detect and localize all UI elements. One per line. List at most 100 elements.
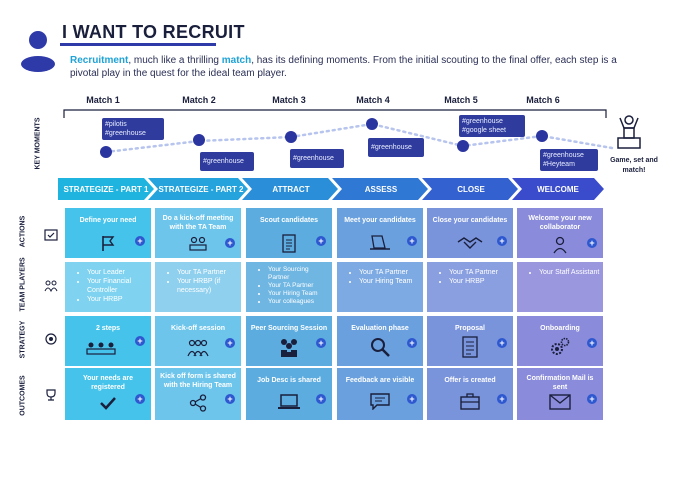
- expand-button[interactable]: +: [225, 338, 235, 348]
- expand-button[interactable]: +: [316, 236, 326, 246]
- team-list: Your Sourcing PartnerYour TA PartnerYour…: [250, 266, 330, 306]
- magnifier-icon: [371, 338, 390, 357]
- gears-icon: [551, 337, 570, 355]
- envelope-icon: [549, 394, 571, 410]
- action-card-4[interactable]: Meet your candidates +: [337, 208, 423, 258]
- expand-button[interactable]: +: [316, 338, 326, 348]
- strategy-row-icon: [44, 332, 58, 351]
- phase-close[interactable]: CLOSE: [457, 184, 485, 194]
- team-card-3: Your Sourcing PartnerYour TA PartnerYour…: [246, 262, 332, 312]
- row-label-team-players: TEAM PLAYERS: [19, 257, 27, 312]
- strategy-card-2[interactable]: Kick-off session +: [155, 316, 241, 366]
- expand-button[interactable]: +: [225, 238, 235, 248]
- row-label-actions: ACTIONS: [19, 215, 27, 248]
- action-card-5[interactable]: Close your candidates +: [427, 208, 513, 258]
- team-list: Your TA PartnerYour HRBP (if necessary): [159, 268, 239, 295]
- page-subtitle: Recruitment, much like a thrilling match…: [70, 55, 617, 79]
- action-card-2[interactable]: Do a kick-off meeting with the TA Team +: [155, 208, 241, 258]
- match-label-2: Match 2: [182, 95, 216, 105]
- handshake-icon: [457, 237, 483, 249]
- strategy-card-5[interactable]: Proposal +: [427, 316, 513, 366]
- outcome-card-6[interactable]: Confirmation Mail is sent +: [517, 368, 603, 420]
- phase-attract[interactable]: ATTRACT: [272, 184, 310, 194]
- moment-dot-6[interactable]: [536, 130, 548, 142]
- team-list: Your TA PartnerYour Hiring Team: [341, 268, 421, 286]
- team-list: Your Staff Assistant: [521, 268, 601, 277]
- avatar-icon: [20, 30, 56, 72]
- outcome-card-1[interactable]: Your needs are registered +: [65, 368, 151, 420]
- document-icon: [282, 234, 296, 253]
- expand-button[interactable]: +: [587, 338, 597, 348]
- tag-match-6: #greenhouse#Heyteam: [540, 149, 598, 171]
- phase-arrows: [58, 178, 604, 200]
- expand-button[interactable]: +: [587, 238, 597, 248]
- strategy-card-1[interactable]: 2 steps +: [65, 316, 151, 366]
- expand-button[interactable]: +: [316, 394, 326, 404]
- tag-match-1: #pilotis#greenhouse: [102, 118, 164, 140]
- title-underline: [60, 43, 216, 46]
- timeline-brace: [63, 109, 607, 118]
- final-label: Game, set and match!: [610, 157, 658, 174]
- outcome-title: Feedback are visible: [345, 377, 415, 384]
- group-icon: [187, 339, 209, 357]
- action-title: Do a kick-off meeting with the TA Team: [162, 215, 234, 231]
- winner-podium-icon: [612, 114, 646, 155]
- team-card-5: Your TA PartnerYour HRBP: [427, 262, 513, 312]
- outcome-title: Job Desc is shared: [257, 377, 321, 384]
- phase-strategize-1[interactable]: STRATEGIZE - PART 1: [63, 184, 149, 194]
- match-label-5: Match 5: [444, 95, 478, 105]
- checklist-icon: [462, 336, 478, 358]
- outcome-card-3[interactable]: Job Desc is shared +: [246, 368, 332, 420]
- phase-welcome[interactable]: WELCOME: [537, 184, 579, 194]
- flag-icon: [102, 236, 115, 251]
- moment-dot-1[interactable]: [100, 146, 112, 158]
- moment-dot-2[interactable]: [193, 134, 205, 146]
- page-title: I WANT TO RECRUIT: [62, 22, 245, 42]
- expand-button[interactable]: +: [497, 236, 507, 246]
- team-card-4: Your TA PartnerYour Hiring Team: [337, 262, 423, 312]
- outcome-card-2[interactable]: Kick off form is shared with the Hiring …: [155, 368, 241, 420]
- strategy-card-3[interactable]: Peer Sourcing Session +: [246, 316, 332, 366]
- expand-button[interactable]: +: [135, 236, 145, 246]
- action-title: Welcome your new collaborator: [528, 215, 592, 231]
- action-card-1[interactable]: Define your need +: [65, 208, 151, 258]
- action-title: Meet your candidates: [344, 217, 416, 224]
- strategy-title: Proposal: [455, 325, 485, 332]
- strategy-card-4[interactable]: Evaluation phase +: [337, 316, 423, 366]
- outcome-card-4[interactable]: Feedback are visible +: [337, 368, 423, 420]
- team-card-2: Your TA PartnerYour HRBP (if necessary): [155, 262, 241, 312]
- action-card-6[interactable]: Welcome your new collaborator +: [517, 208, 603, 258]
- expand-button[interactable]: +: [497, 394, 507, 404]
- outcome-title: Confirmation Mail is sent: [526, 375, 594, 391]
- row-label-outcomes: OUTCOMES: [19, 375, 27, 416]
- laptop-icon: [278, 394, 300, 409]
- moment-dot-3[interactable]: [285, 131, 297, 143]
- tag-match-2: #greenhouse: [200, 152, 254, 171]
- expand-button[interactable]: +: [135, 394, 145, 404]
- row-label-key-moments: KEY MOMENTS: [34, 117, 42, 170]
- expand-button[interactable]: +: [135, 336, 145, 346]
- moment-dot-4[interactable]: [366, 118, 378, 130]
- strategy-card-6[interactable]: Onboarding +: [517, 316, 603, 366]
- expand-button[interactable]: +: [407, 338, 417, 348]
- actions-row-icon: [44, 228, 58, 247]
- match-label-1: Match 1: [86, 95, 120, 105]
- expand-button[interactable]: +: [225, 394, 235, 404]
- person-icon: [553, 236, 567, 254]
- expand-button[interactable]: +: [587, 394, 597, 404]
- moment-dot-5[interactable]: [457, 140, 469, 152]
- phase-strategize-2[interactable]: STRATEGIZE - PART 2: [158, 184, 244, 194]
- expand-button[interactable]: +: [497, 338, 507, 348]
- phase-assess[interactable]: ASSESS: [364, 184, 398, 194]
- action-card-3[interactable]: Scout candidates +: [246, 208, 332, 258]
- meeting-icon: [189, 236, 207, 251]
- outcome-title: Your needs are registered: [82, 375, 134, 391]
- action-title: Close your candidates: [432, 217, 508, 224]
- strategy-title: Evaluation phase: [351, 325, 409, 332]
- briefcase-icon: [460, 393, 480, 410]
- expand-button[interactable]: +: [407, 236, 417, 246]
- checkmark-icon: [100, 397, 116, 410]
- outcome-card-5[interactable]: Offer is created +: [427, 368, 513, 420]
- tag-match-5: #greenhouse#google sheet: [459, 115, 525, 137]
- expand-button[interactable]: +: [407, 394, 417, 404]
